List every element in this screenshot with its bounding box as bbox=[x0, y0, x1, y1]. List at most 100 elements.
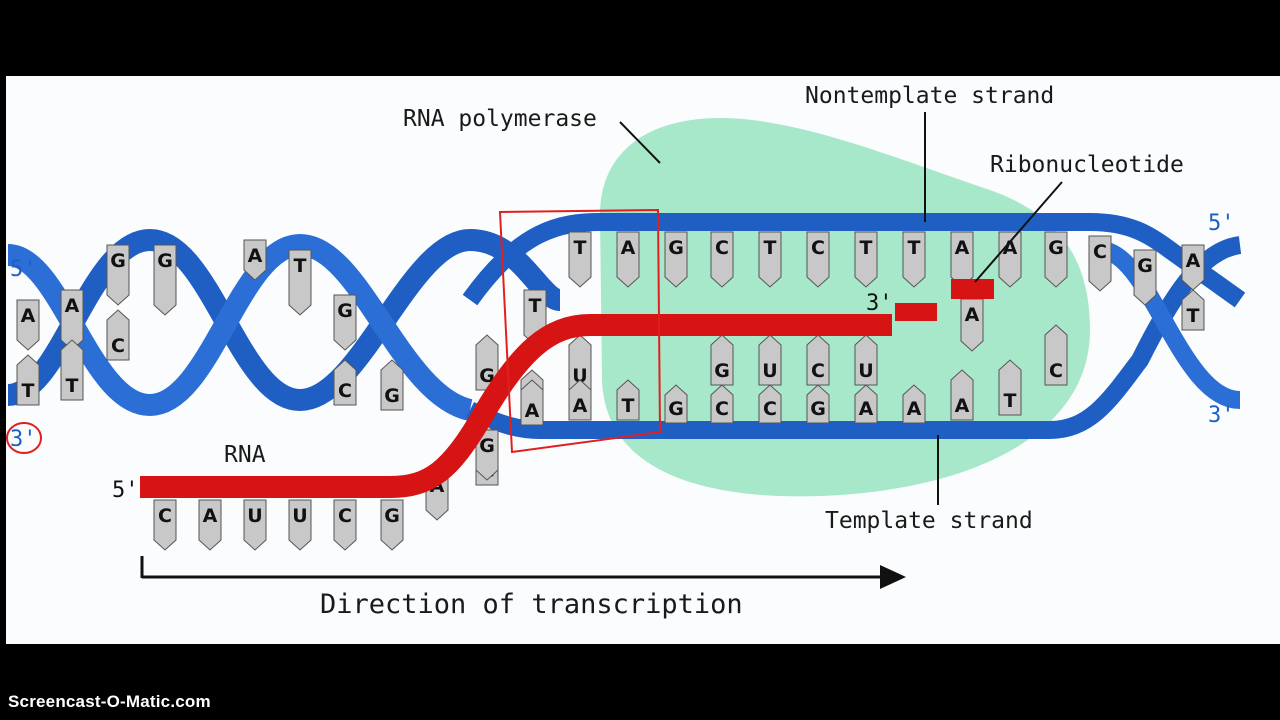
rna_strand-base: U bbox=[288, 499, 312, 551]
bubble_bottom-base-letter: U bbox=[858, 360, 873, 382]
rna_strand-base: C bbox=[333, 499, 357, 551]
rna_strand-base-shape bbox=[475, 429, 499, 481]
rna_strand-base: G bbox=[380, 499, 404, 551]
rna_strand-base: U bbox=[243, 499, 267, 551]
rna_strand-base-letter: C bbox=[158, 505, 172, 527]
right_helix-base: A bbox=[1181, 244, 1205, 291]
bubble_bottom-base-shape bbox=[710, 384, 734, 424]
label-ribonucleotide: Ribonucleotide bbox=[990, 152, 1184, 178]
label-template-strand: Template strand bbox=[825, 508, 1033, 534]
left_helix-base-shape bbox=[16, 354, 40, 406]
label-rna: RNA bbox=[224, 442, 266, 468]
rna_strand-base-letter: G bbox=[479, 435, 495, 457]
bubble_bottom-base: A bbox=[520, 379, 544, 426]
bubble_bottom-base-shape bbox=[998, 359, 1022, 416]
bubble_bottom-base: U bbox=[854, 334, 878, 386]
bubble_bottom-base: A bbox=[902, 384, 926, 424]
bubble_bottom-base-shape bbox=[710, 334, 734, 386]
left_helix-base-letter: G bbox=[157, 250, 173, 272]
end-left-bottom: 3' bbox=[10, 427, 37, 452]
bubble_bottom-base-letter: C bbox=[715, 398, 729, 420]
bubble_bottom-base-shape bbox=[568, 379, 592, 421]
left_helix-base-shape bbox=[153, 244, 177, 316]
bubble_bottom-base-letter: T bbox=[1004, 390, 1017, 412]
bubble_bottom-base: G bbox=[710, 334, 734, 386]
left_helix-base: A bbox=[60, 289, 84, 351]
nontemplate-strand-backbone bbox=[462, 213, 1246, 308]
bubble_bottom-base-shape bbox=[854, 384, 878, 424]
rna_strand-base-letter: U bbox=[247, 505, 262, 527]
bubble_bottom-base: T bbox=[616, 379, 640, 421]
left_helix-base-shape bbox=[243, 239, 267, 281]
bubble_top-base-shape bbox=[806, 231, 830, 288]
bubble_top-base: T bbox=[854, 231, 878, 288]
bubble_bottom-base-shape bbox=[854, 334, 878, 386]
bubble_bottom-base: A bbox=[950, 369, 974, 421]
left_helix-base-letter: C bbox=[111, 335, 125, 357]
left_helix-base-shape bbox=[106, 244, 130, 306]
bubble_bottom-base: G bbox=[806, 384, 830, 424]
bubble_bottom-base: C bbox=[710, 384, 734, 424]
left_helix-base-letter: G bbox=[337, 300, 353, 322]
pointer-rna-polymerase bbox=[619, 121, 661, 164]
left_helix-base-letter: G bbox=[110, 250, 126, 272]
end-rna-start: 5' bbox=[112, 478, 139, 503]
label-nontemplate-strand: Nontemplate strand bbox=[805, 83, 1054, 109]
bubble_top-base: C bbox=[1088, 235, 1112, 292]
bubble_bottom-base: U bbox=[568, 334, 592, 391]
bubble_bottom-base-letter: U bbox=[572, 365, 587, 387]
left_helix-base: T bbox=[288, 249, 312, 316]
rna_strand-base-shape bbox=[333, 499, 357, 551]
left_helix-base: A bbox=[16, 299, 40, 351]
bubble_top-base-shape bbox=[1088, 235, 1112, 292]
bubble_top-base-letter: T bbox=[529, 295, 542, 317]
left_helix-base: G bbox=[333, 294, 357, 351]
right_helix-base-shape bbox=[1181, 289, 1205, 331]
arrowhead-icon bbox=[880, 565, 906, 589]
incoming-rna-segment bbox=[895, 303, 937, 321]
left_helix-base-letter: A bbox=[248, 245, 263, 267]
bubble_top-base-letter: G bbox=[1048, 237, 1064, 259]
right_helix-base: T bbox=[1181, 289, 1205, 331]
bubble_bottom-base-letter: C bbox=[763, 398, 777, 420]
left_helix-base: C bbox=[333, 359, 357, 406]
bubble_top-base-letter: A bbox=[1003, 237, 1018, 259]
rna_strand-base-letter: C bbox=[338, 505, 352, 527]
right_helix-base-letter: T bbox=[1187, 305, 1200, 327]
bubble_top-base: A bbox=[998, 231, 1022, 288]
bubble_bottom-base-letter: A bbox=[573, 395, 588, 417]
bubble_bottom-base-shape bbox=[616, 379, 640, 421]
bubble_bottom-base: T bbox=[998, 359, 1022, 416]
bubble_bottom-base-shape bbox=[520, 379, 544, 426]
ribonucleotide-base-letter: A bbox=[965, 304, 980, 326]
rna_strand-base-shape bbox=[198, 499, 222, 551]
bubble_top-base-letter: A bbox=[621, 237, 636, 259]
bubble_bottom-base-letter: T bbox=[622, 395, 635, 417]
bubble_top-base-shape bbox=[664, 231, 688, 288]
pointer-ribonucleotide bbox=[974, 181, 1063, 283]
bubble_bottom-base-shape bbox=[758, 384, 782, 424]
left_helix-base-letter: T bbox=[66, 375, 79, 397]
rna_strand-base-letter: G bbox=[384, 505, 400, 527]
bubble_top-base-shape bbox=[1044, 231, 1068, 288]
left_helix-base-shape bbox=[106, 309, 130, 361]
bubble_top-base: T bbox=[568, 231, 592, 288]
end-left-top: 5' bbox=[10, 257, 37, 282]
rna-strand bbox=[140, 314, 892, 498]
rna_strand-base: C bbox=[153, 499, 177, 551]
left_helix-base: C bbox=[106, 309, 130, 361]
left_helix-base: G bbox=[106, 244, 130, 306]
bubble_top-base-shape bbox=[616, 231, 640, 288]
rna_strand-base-letter: A bbox=[203, 505, 218, 527]
left_helix-base: A bbox=[243, 239, 267, 281]
ribonucleotide-block bbox=[951, 279, 994, 299]
left_helix-base-letter: G bbox=[384, 385, 400, 407]
bubble_top-base: T bbox=[902, 231, 926, 288]
bubble_top-base: G bbox=[1133, 249, 1157, 306]
bubble_bottom-base-letter: G bbox=[810, 398, 826, 420]
bubble_top-base: A bbox=[950, 231, 974, 288]
left_helix-base-letter: A bbox=[21, 305, 36, 327]
bubble_top-base: T bbox=[758, 231, 782, 288]
bubble_top-base: C bbox=[710, 231, 734, 288]
